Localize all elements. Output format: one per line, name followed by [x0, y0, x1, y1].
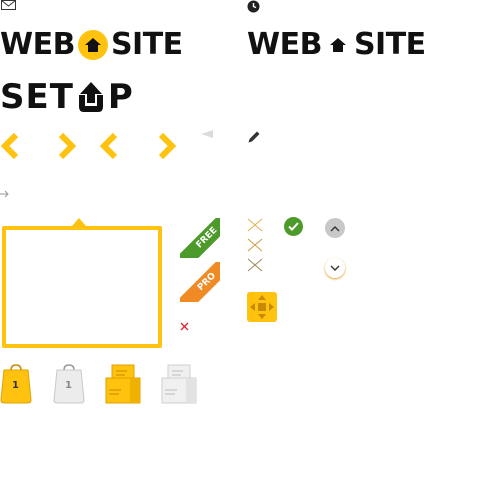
- house-mark: [329, 38, 346, 52]
- close-icon[interactable]: [247, 238, 263, 252]
- pro-ribbon: PRO: [180, 262, 220, 302]
- envelope-icon: [1, 0, 16, 10]
- arrow-right-icon[interactable]: [0, 190, 9, 198]
- setup-text-part2: P: [107, 77, 134, 117]
- check-button[interactable]: [284, 217, 303, 236]
- house-icon: [84, 38, 101, 52]
- scroll-up-button[interactable]: [325, 218, 345, 238]
- website-logo-yellow: WEB SITE: [0, 30, 183, 60]
- box-icon-yellow[interactable]: [105, 364, 141, 404]
- free-ribbon: FREE: [180, 218, 220, 258]
- chevron-left-icon[interactable]: [0, 132, 20, 160]
- chevron-up-icon: [330, 225, 340, 231]
- close-icon[interactable]: [247, 218, 263, 232]
- pro-ribbon-label: PRO: [180, 262, 220, 302]
- logo-word-web: WEB: [0, 27, 75, 62]
- chevron-left-icon[interactable]: [99, 132, 119, 160]
- logo-word-site: SITE: [110, 27, 183, 62]
- bag-icon-yellow[interactable]: [0, 364, 32, 404]
- chevron-right-icon[interactable]: [157, 132, 177, 160]
- close-icon[interactable]: [180, 322, 189, 331]
- free-ribbon-label: FREE: [180, 218, 220, 258]
- setup-text-part1: SET: [0, 77, 74, 117]
- bag-icon-gray[interactable]: [53, 364, 85, 404]
- logo-word-site: SITE: [353, 27, 426, 62]
- move-tile[interactable]: [247, 292, 277, 322]
- website-logo-plain: WEB SITE: [247, 30, 426, 60]
- bag-number: 1: [12, 380, 19, 391]
- chevron-down-icon: [330, 265, 340, 271]
- upload-arrow-icon: [78, 82, 103, 112]
- logo-word-web: WEB: [247, 27, 322, 62]
- content-frame: [2, 226, 162, 348]
- move-arrows-icon: [250, 295, 274, 319]
- scroll-down-button[interactable]: [325, 258, 345, 278]
- triangle-left-icon[interactable]: [201, 130, 213, 138]
- house-badge: [77, 30, 108, 60]
- pencil-icon[interactable]: [247, 130, 261, 144]
- box-icon-gray[interactable]: [161, 364, 197, 404]
- house-icon: [329, 38, 346, 52]
- frame-pointer: [72, 218, 86, 226]
- clock-icon: [247, 0, 260, 13]
- bag-number: 1: [65, 380, 72, 391]
- check-icon: [288, 222, 299, 231]
- close-icon[interactable]: [247, 258, 263, 272]
- chevron-right-icon[interactable]: [57, 132, 77, 160]
- setup-logo: SET P: [0, 80, 134, 114]
